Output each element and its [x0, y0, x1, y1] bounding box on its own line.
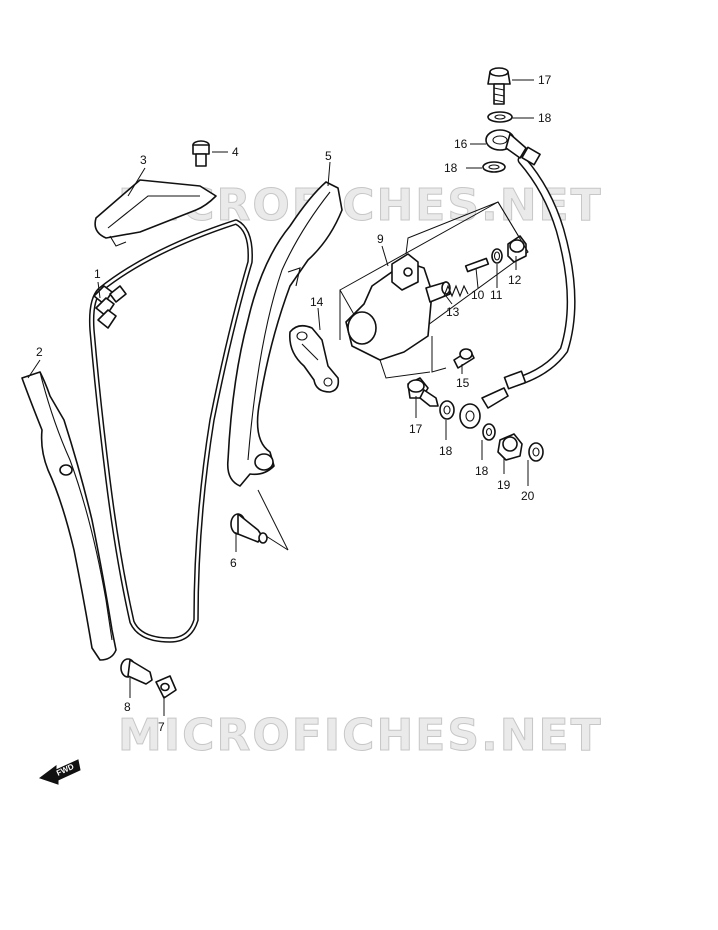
pivot-bolt: [230, 513, 268, 544]
washer-18-mid: [482, 161, 506, 173]
callout-8: 8: [124, 700, 131, 714]
callout-1: 1: [94, 267, 101, 281]
callout-10: 10: [471, 288, 485, 302]
washer-7: [155, 675, 177, 699]
washer-18-top: [487, 111, 513, 123]
banjo-bolt-lower: [407, 377, 439, 407]
callout-18-lower-2: 18: [475, 464, 489, 478]
callout-20: 20: [521, 489, 535, 503]
tensioner-gasket: [288, 324, 340, 393]
washer-11: [491, 248, 503, 264]
tensioner-pin: [464, 257, 490, 273]
washer-18-lower-1: [439, 400, 455, 420]
callout-14: 14: [310, 295, 324, 309]
bolt-15: [453, 348, 475, 369]
callout-2: 2: [36, 345, 43, 359]
banjo-fitting: [485, 129, 527, 159]
callout-9: 9: [377, 232, 384, 246]
cam-chain-tensioner: [345, 253, 451, 361]
tensioner-spring: [443, 284, 469, 298]
callout-17-lower: 17: [409, 422, 423, 436]
chain-links: [93, 285, 127, 329]
part-callouts: 1 2 3 4 5 6 7 8 9 10 11 12 13 14 15 16 1…: [36, 73, 552, 734]
bolt-8: [120, 658, 153, 685]
chain-tensioner-guide: [21, 371, 117, 661]
banjo-bolt-top: [487, 67, 511, 105]
fwd-arrow-icon: FWD: [38, 759, 81, 785]
guide-bolt: [192, 140, 210, 167]
callout-5: 5: [325, 149, 332, 163]
callout-19: 19: [497, 478, 511, 492]
callout-17-top: 17: [538, 73, 552, 87]
callout-4: 4: [232, 145, 239, 159]
chain-guide-right: [226, 181, 343, 487]
leader-lines: [27, 79, 534, 716]
cam-chain: [88, 219, 253, 643]
callout-3: 3: [140, 153, 147, 167]
upper-chain-guide: [94, 179, 217, 247]
callout-7: 7: [158, 720, 165, 734]
callout-16: 16: [454, 137, 468, 151]
callout-18-mid: 18: [444, 161, 458, 175]
banjo-eye-lower: [459, 403, 481, 429]
watermark-bottom: MICROFICHES.NET: [118, 710, 603, 761]
fitting-19: [497, 433, 523, 461]
tensioner-cap-bolt: [507, 235, 527, 263]
oil-hose: [481, 146, 576, 409]
callout-15: 15: [456, 376, 470, 390]
callout-12: 12: [508, 273, 522, 287]
callout-18-lower-1: 18: [439, 444, 453, 458]
callout-6: 6: [230, 556, 237, 570]
callout-13: 13: [446, 305, 460, 319]
callout-11: 11: [490, 288, 503, 302]
washer-20: [528, 442, 544, 462]
washer-18-lower-2: [482, 423, 496, 441]
callout-18-top: 18: [538, 111, 552, 125]
